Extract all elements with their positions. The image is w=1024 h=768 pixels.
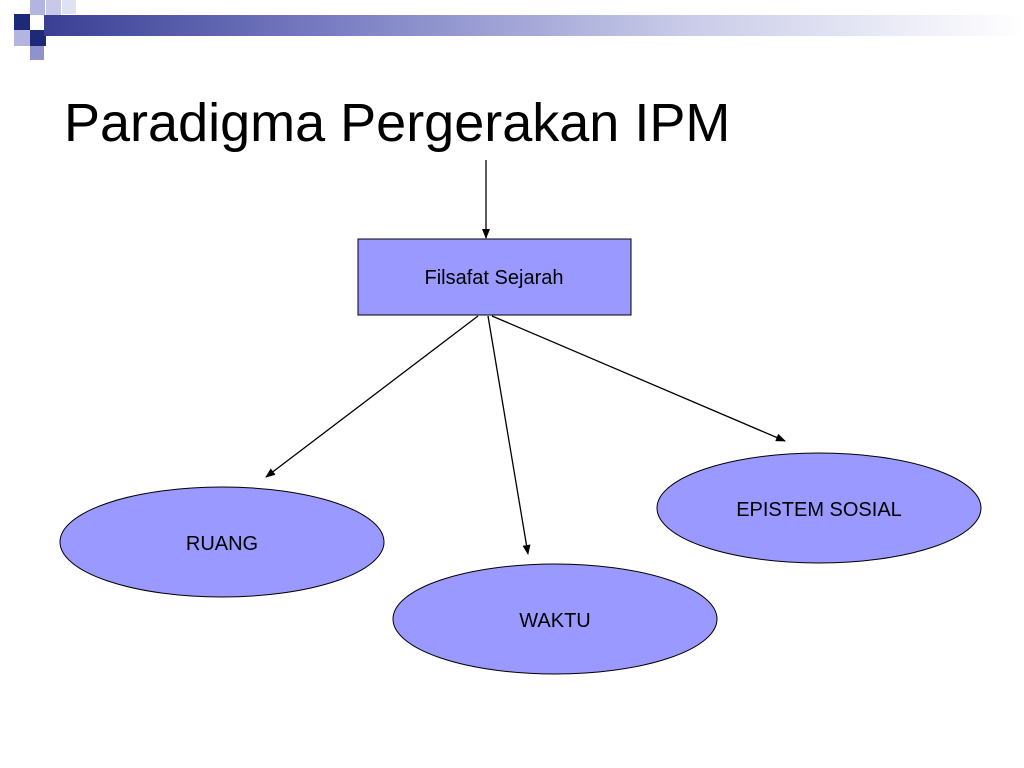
child-node-label-ruang: RUANG	[186, 533, 258, 555]
arrow-root-to-epistem	[491, 315, 786, 442]
arrow-root-to-waktu	[487, 315, 531, 555]
slide-title: Paradigma Pergerakan IPM	[64, 93, 731, 153]
decor-square	[46, 0, 61, 15]
decor-square	[14, 14, 30, 30]
child-node-epistem-sosial[interactable]	[656, 452, 982, 564]
decor-square	[30, 46, 44, 60]
arrow-root-to-ruang	[265, 315, 479, 478]
header-gradient-bar	[44, 15, 1024, 36]
child-node-label-waktu: WAKTU	[519, 610, 590, 632]
child-node-label-epistem-sosial: EPISTEM SOSIAL	[736, 499, 902, 521]
child-node-waktu[interactable]	[392, 563, 718, 675]
decor-square	[62, 0, 76, 14]
child-node-ruang[interactable]	[59, 486, 385, 598]
decor-square	[14, 30, 30, 46]
decor-square	[30, 30, 46, 46]
root-node-label: Filsafat Sejarah	[425, 267, 564, 289]
decor-square	[30, 0, 45, 15]
root-node-box[interactable]	[357, 238, 632, 316]
